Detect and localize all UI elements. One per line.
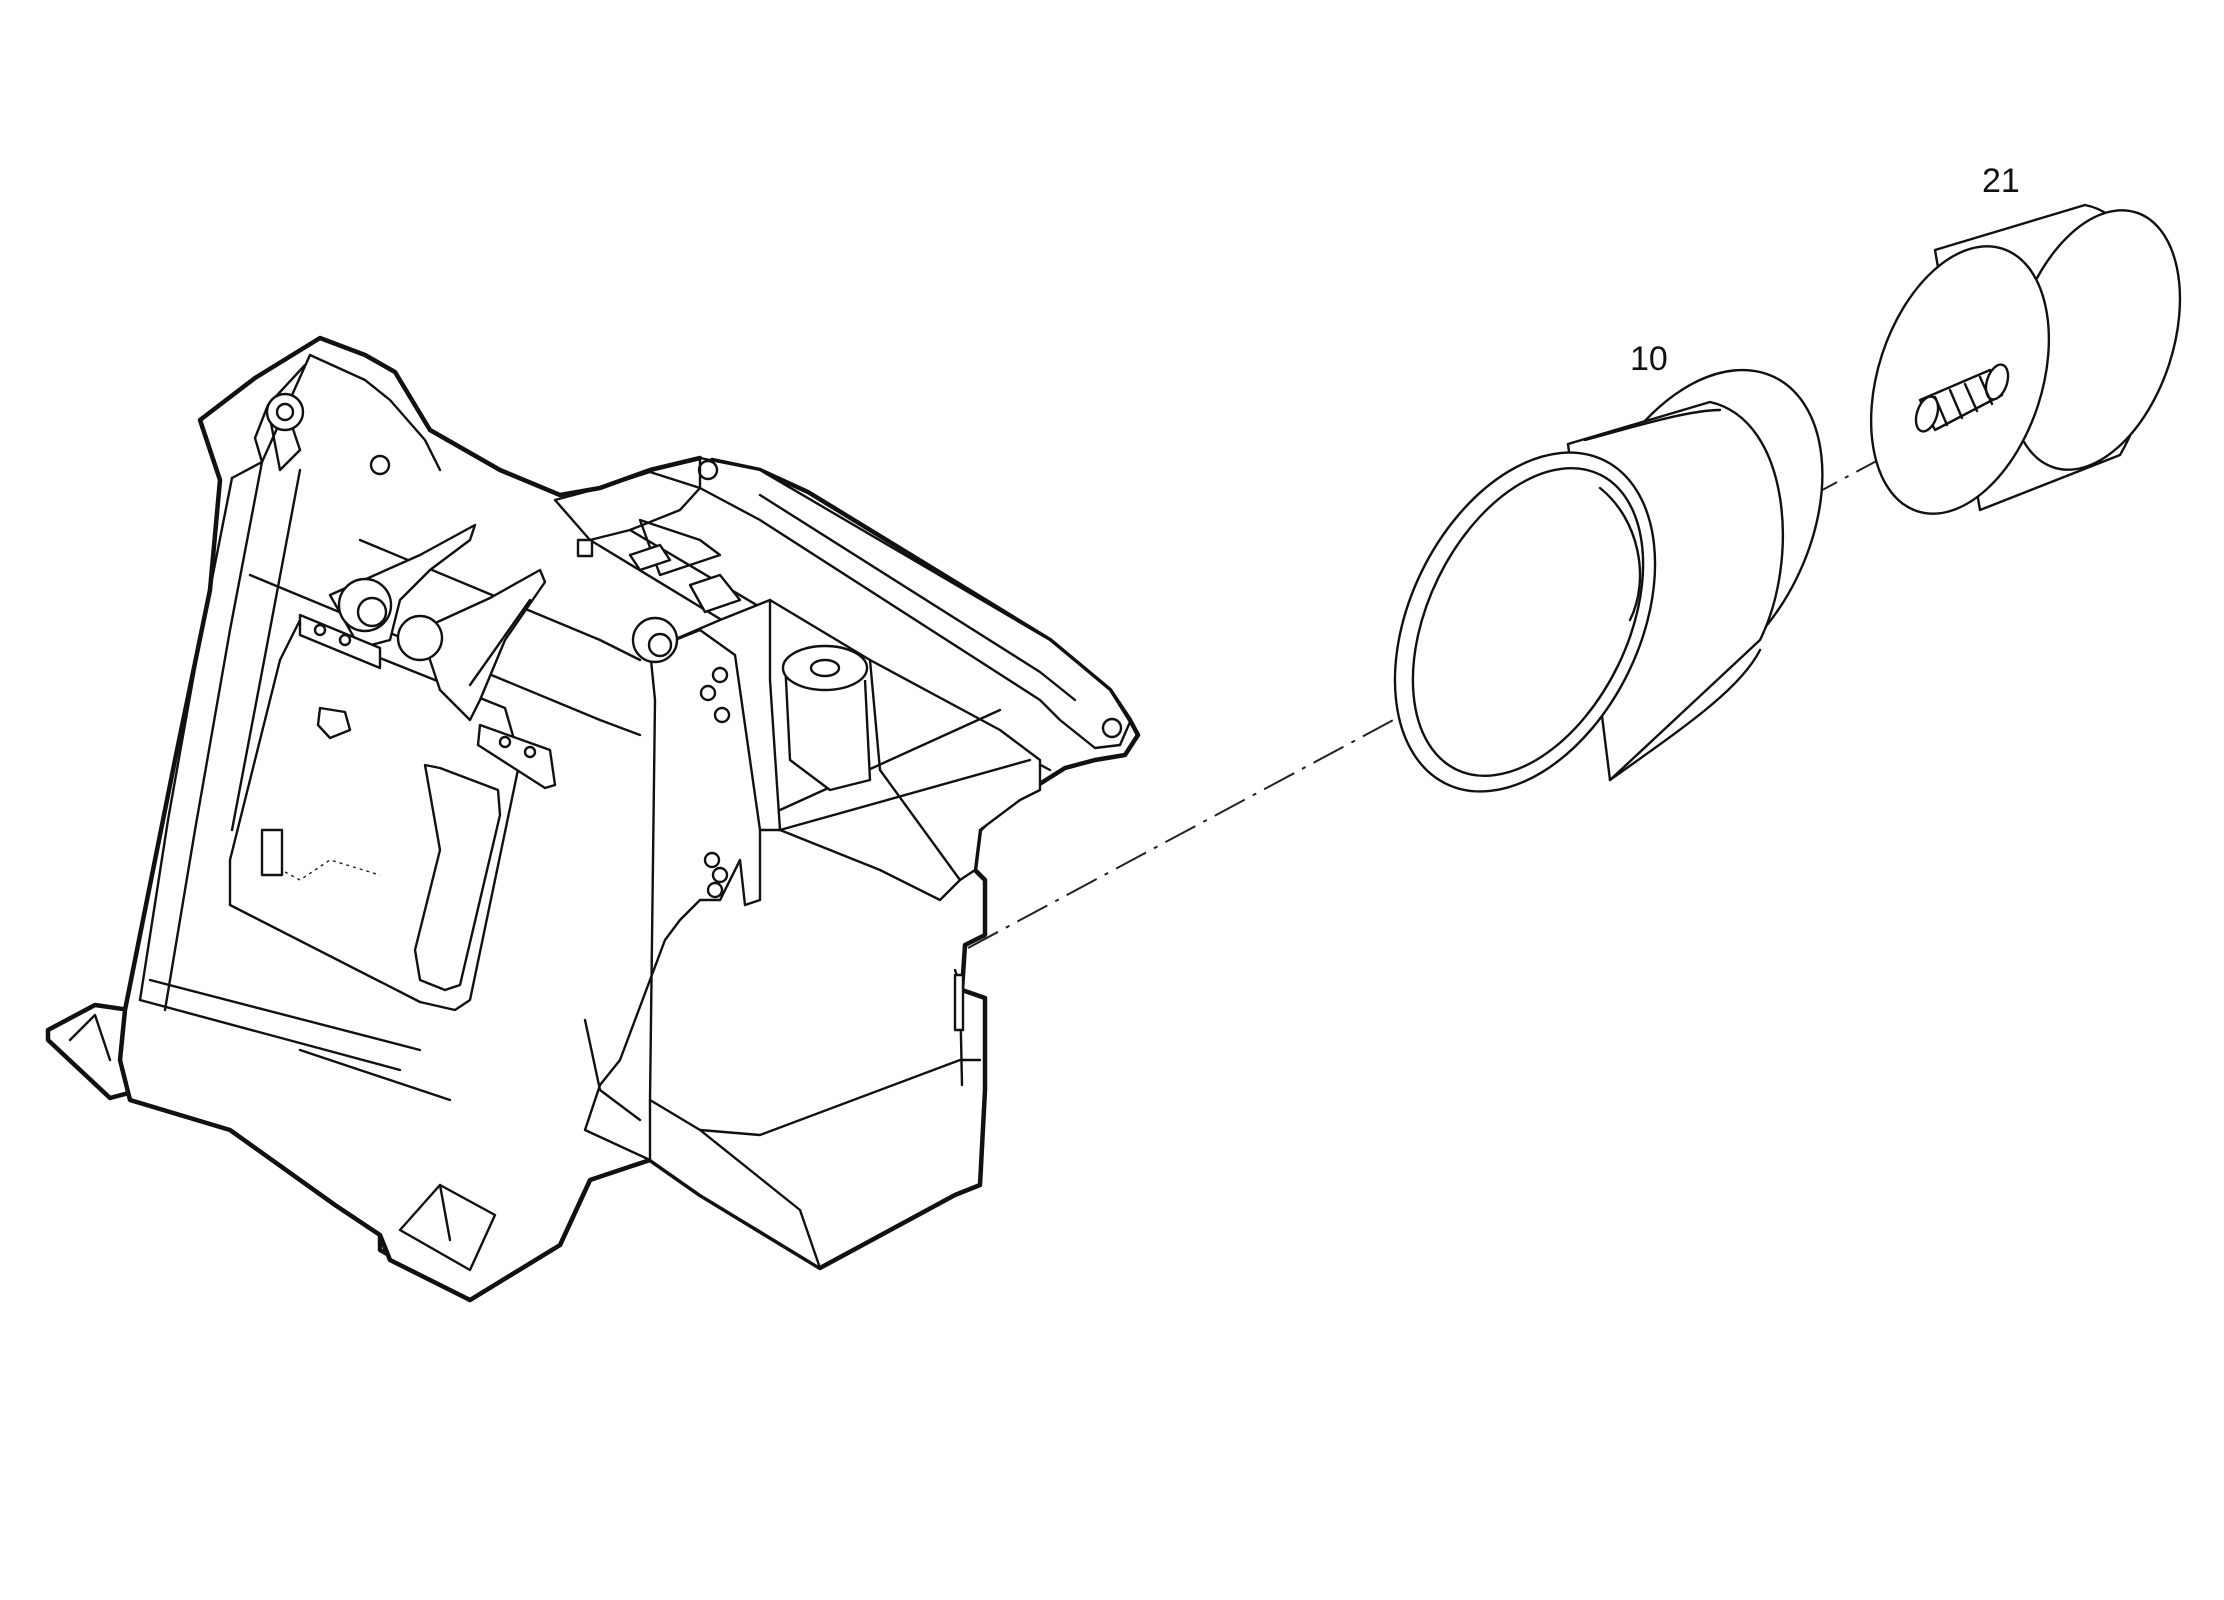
top-boss [265, 392, 305, 432]
latch-pivot-right [396, 614, 444, 662]
latch-lever-right [418, 568, 547, 722]
tray-boss [783, 659, 872, 792]
part-10-sleeve [1393, 368, 1824, 793]
small-block [260, 828, 284, 877]
plate-hole-1 [711, 666, 729, 684]
plate-hole-4 [703, 851, 721, 869]
callout-part-21: 21 [1982, 162, 2020, 200]
right-side-plate [583, 628, 822, 1270]
main-housing-assembly [45, 335, 1141, 1303]
small-bracket [476, 723, 557, 790]
tray-back-rail [553, 470, 702, 542]
callout-part-10: 10 [1630, 340, 1668, 378]
tray-top-rail [698, 456, 1132, 750]
plate-pin [631, 616, 679, 664]
plate-hole-5 [711, 866, 729, 884]
part-21-cap [1869, 203, 2182, 515]
plate-hole-3 [713, 706, 731, 724]
plate-hole-2 [699, 684, 717, 702]
cap-front-face [1869, 245, 2051, 515]
sleeve-front-rim [1393, 451, 1657, 793]
plate-hole-6 [706, 881, 724, 899]
panel-window [413, 763, 502, 992]
